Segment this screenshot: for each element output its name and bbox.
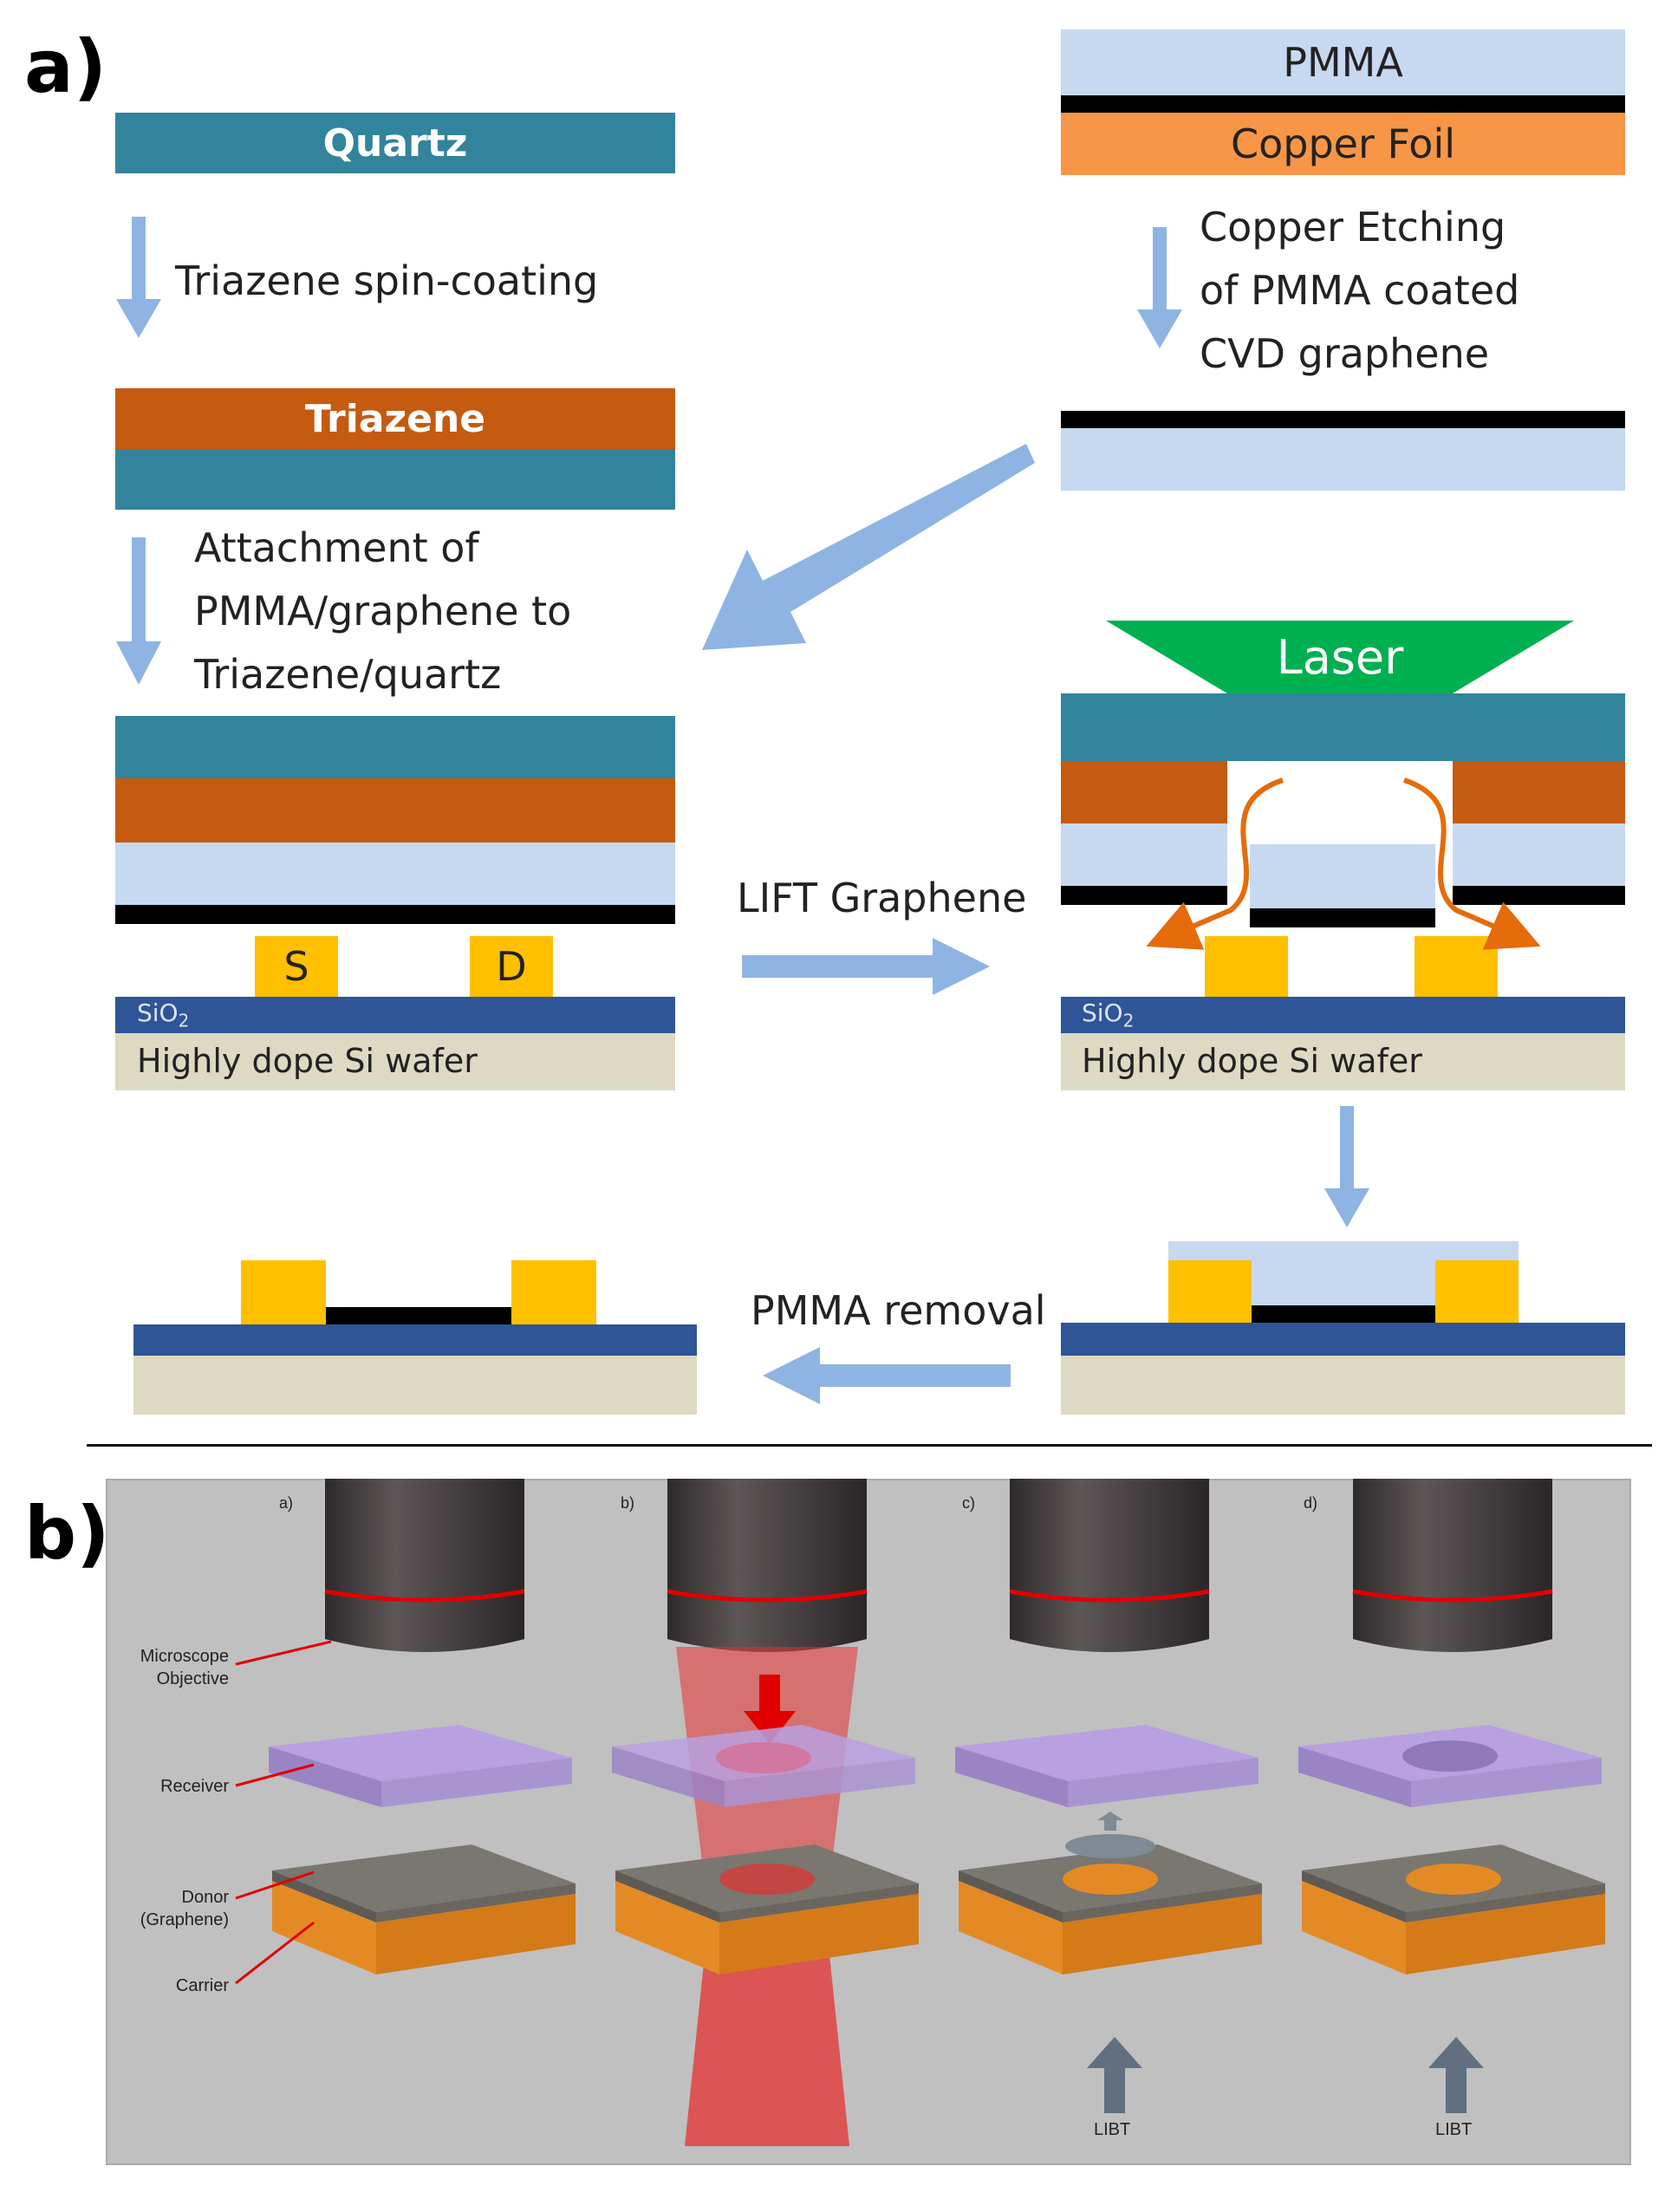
wafer-label: Highly dope Si wafer [137, 1042, 478, 1080]
drain-electrode: D [470, 936, 553, 997]
sub-label-b: b) [621, 1494, 635, 1512]
down-arrow-icon [116, 217, 161, 338]
triazene-right [1453, 761, 1625, 823]
donor-carrier-b [615, 1844, 919, 1975]
source-electrode: S [255, 936, 338, 997]
graphene-layer-etched [1061, 411, 1625, 428]
down-arrow-icon [1324, 1106, 1369, 1227]
step-etching-2: of PMMA coated [1200, 267, 1520, 314]
sub-label-d: d) [1304, 1494, 1318, 1512]
wafer-layer-final [133, 1356, 697, 1415]
receiver-label: Receiver [160, 1777, 229, 1796]
pmma-layer-etched [1061, 428, 1625, 491]
libt-label-d: LIBT [1435, 2120, 1473, 2139]
wafer-layer [115, 1033, 675, 1090]
wafer-label-2: Highly dope Si wafer [1082, 1042, 1422, 1080]
carrier-label: Carrier [175, 1976, 229, 1995]
red-down-arrow-icon [744, 1675, 796, 1744]
panel-a-label: a) [24, 24, 107, 109]
quartz-layer-2 [115, 449, 675, 510]
pmma-right [1453, 823, 1625, 886]
triazene-layer [115, 388, 675, 449]
objective-c [1009, 1479, 1210, 1652]
copper-foil-layer [1061, 113, 1625, 175]
sub-label-c: c) [962, 1494, 975, 1512]
step-lift: LIFT Graphene [737, 875, 1027, 921]
wafer-layer-2 [1061, 1033, 1625, 1090]
sio2-layer-2 [1061, 997, 1625, 1033]
down-arrow-icon [116, 537, 161, 685]
flying-flake [1065, 1812, 1155, 1858]
quartz-layer-3 [115, 716, 675, 778]
receiver-d [1298, 1725, 1602, 1807]
sub-label-a: a) [279, 1494, 294, 1512]
libt-label-c: LIBT [1094, 2120, 1131, 2139]
receiver-a [269, 1725, 572, 1807]
graphene-left [1061, 886, 1227, 905]
triazene-label: Triazene [304, 396, 486, 441]
donor-carrier-c [959, 1844, 1262, 1975]
receiver-b [612, 1725, 915, 1807]
graphene-channel [1252, 1305, 1435, 1324]
right-arrow-icon [742, 938, 990, 995]
source-electrode-2 [1205, 936, 1288, 997]
pmma-label: PMMA [1283, 39, 1403, 86]
graphene-channel-final [326, 1307, 511, 1324]
triazene-left [1061, 761, 1227, 823]
down-arrow-icon [1137, 227, 1182, 348]
pmma-layer-top [1061, 29, 1625, 95]
donor-carrier-a [272, 1844, 576, 1975]
sio2-layer-final [133, 1324, 697, 1356]
step-attachment-2: PMMA/graphene to [194, 588, 572, 634]
pmma-layer [115, 843, 675, 905]
sio2-layer [115, 997, 675, 1033]
donor-carrier-d [1302, 1844, 1605, 1975]
laser-beam-shape [1106, 621, 1574, 693]
pmma-left [1061, 823, 1227, 886]
step-etching-1: Copper Etching [1200, 204, 1506, 250]
receiver-c [955, 1725, 1258, 1807]
diagonal-arrow-icon [702, 444, 1035, 650]
objective-a [324, 1479, 525, 1652]
pmma-transferred [1250, 844, 1435, 908]
quartz-label: Quartz [322, 120, 468, 166]
graphene-right [1453, 886, 1625, 905]
objective-b [667, 1479, 868, 1652]
copper-foil-label: Copper Foil [1230, 120, 1456, 167]
source-electrode-final [241, 1260, 326, 1324]
wafer-layer-3 [1061, 1356, 1625, 1415]
laser-label: Laser [1276, 629, 1404, 685]
step-spin-coating: Triazene spin-coating [175, 257, 599, 304]
drain-electrode-3 [1435, 1260, 1519, 1323]
objective-d [1352, 1479, 1553, 1652]
drain-electrode-final [511, 1260, 596, 1324]
libt-arrow-icon [1428, 2037, 1484, 2113]
step-pmma-removal: PMMA removal [751, 1287, 1046, 1334]
step-etching-3: CVD graphene [1200, 330, 1490, 377]
objective-label: Microscope Objective [140, 1647, 229, 1688]
quartz-layer [115, 113, 675, 173]
donor-label: Donor (Graphene) [140, 1888, 229, 1929]
left-arrow-icon [763, 1347, 1011, 1404]
pointer-lines [235, 1640, 332, 1985]
panel-divider [87, 1444, 1652, 1447]
graphene-transferred [1250, 908, 1435, 927]
quartz-layer-laser [1061, 693, 1625, 761]
sio2-label-2: SiO2 [1082, 999, 1135, 1031]
source-electrode-3 [1168, 1260, 1252, 1323]
gas-flow-arrows [1146, 777, 1541, 950]
graphene-layer-top [1061, 95, 1625, 113]
graphene-layer [115, 905, 675, 924]
step-attachment-3: Triazene/quartz [194, 651, 502, 698]
sio2-layer-3 [1061, 1323, 1625, 1356]
sio2-label: SiO2 [137, 999, 190, 1031]
step-attachment-1: Attachment of [194, 524, 479, 571]
triazene-layer-2 [115, 778, 675, 843]
libt-arrow-icon [1087, 2037, 1142, 2113]
laser-beam-lower [685, 1938, 849, 2146]
panel-b-label: b) [24, 1491, 110, 1576]
